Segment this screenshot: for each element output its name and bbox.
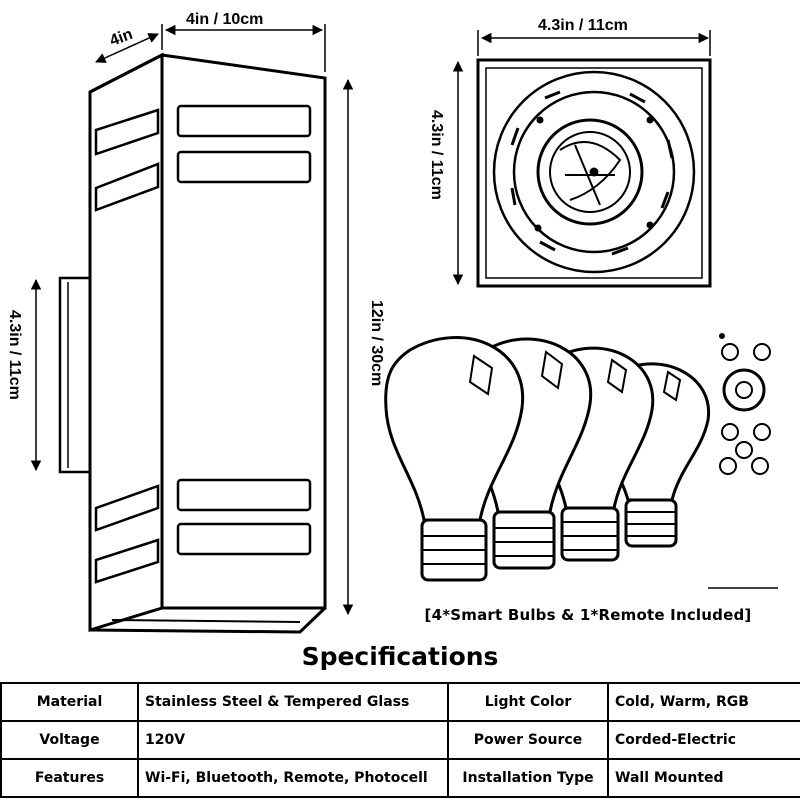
plate-height-label: 4.3in / 11cm (428, 110, 445, 200)
spec-value: Corded-Electric (607, 720, 800, 760)
spec-value: 120V (137, 720, 449, 760)
table-row: Features Wi-Fi, Bluetooth, Remote, Photo… (0, 758, 800, 798)
spec-value: Cold, Warm, RGB (607, 682, 800, 722)
spec-key: Material (0, 682, 139, 722)
spec-key: Voltage (0, 720, 139, 760)
fixture-dimension-lines (30, 24, 354, 616)
wall-light-fixture (58, 52, 327, 634)
spec-key: Light Color (447, 682, 609, 722)
plate-width-label: 4.3in / 11cm (538, 17, 628, 34)
depth-label: 4in (108, 26, 136, 50)
specifications-table: Material Stainless Steel & Tempered Glas… (0, 682, 800, 798)
spec-value: Stainless Steel & Tempered Glass (137, 682, 449, 722)
spec-key: Installation Type (447, 758, 609, 798)
mounting-plate (476, 58, 712, 288)
table-row: Material Stainless Steel & Tempered Glas… (0, 682, 800, 722)
spec-key: Power Source (447, 720, 609, 760)
width-label: 4in / 10cm (186, 11, 263, 28)
spec-value: Wi-Fi, Bluetooth, Remote, Photocell (137, 758, 449, 798)
mount-height-label: 4.3in / 11cm (6, 310, 23, 400)
smart-bulbs (384, 336, 711, 582)
product-diagram: 4in 4in / 10cm 12in / 30cm 4.3in / 11cm (6, 11, 778, 634)
bulb-1 (384, 336, 525, 582)
spec-key: Features (0, 758, 139, 798)
table-row: Voltage 120V Power Source Corded-Electri… (0, 720, 800, 760)
included-items-note: [4*Smart Bulbs & 1*Remote Included] (424, 606, 752, 624)
height-label: 12in / 30cm (368, 300, 385, 386)
remote-control (708, 333, 778, 589)
specifications-title: Specifications (301, 642, 499, 671)
plate-dimension-lines (452, 30, 711, 286)
spec-value: Wall Mounted (607, 758, 800, 798)
